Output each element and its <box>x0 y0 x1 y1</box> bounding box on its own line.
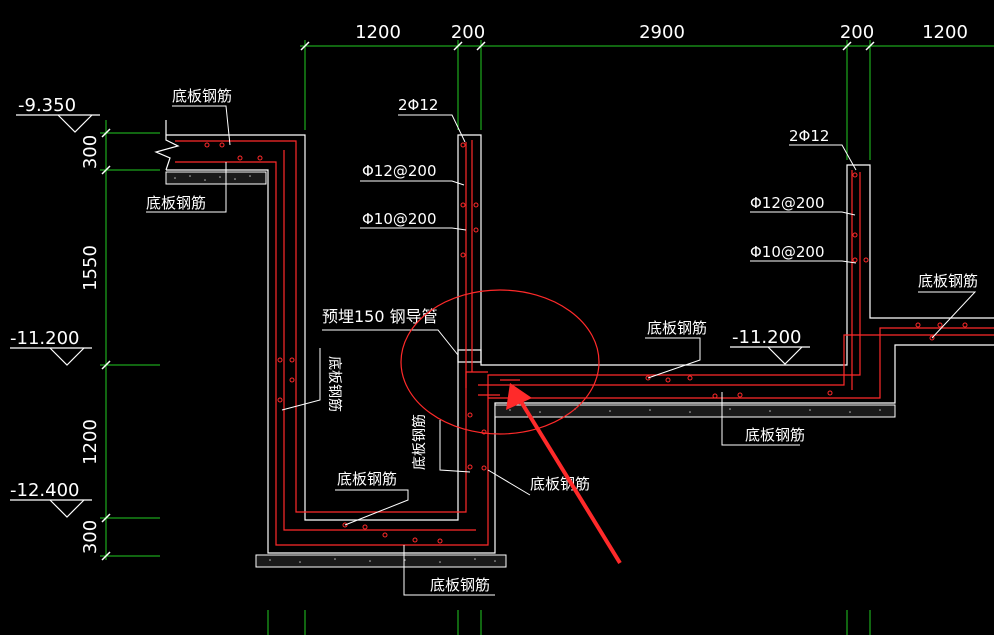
label-2phi12-right: 2Φ12 <box>789 127 829 145</box>
leader-lines <box>146 105 977 596</box>
cushion-layers <box>165 171 896 568</box>
dim-left-4: 300 <box>80 520 101 554</box>
dim-top-5: 1200 <box>922 22 968 43</box>
label-slab-rebar-1: 底板钢筋 <box>172 87 232 105</box>
dim-left-2: 1550 <box>80 245 101 291</box>
dim-left-3: 1200 <box>80 419 101 465</box>
label-2phi12-left: 2Φ12 <box>398 96 438 114</box>
label-slab-rebar-4: 底板钢筋 <box>326 356 343 412</box>
annotation-arrow <box>506 383 622 565</box>
dim-top-2: 200 <box>451 22 485 43</box>
dim-top-4: 200 <box>840 22 874 43</box>
label-slab-rebar-3: 底板钢筋 <box>647 319 707 337</box>
concrete-outline <box>154 120 994 554</box>
label-phi12-200-right: Φ12@200 <box>750 194 825 212</box>
label-phi12-200-left: Φ12@200 <box>362 162 437 180</box>
label-slab-rebar-10: 底板钢筋 <box>918 272 978 290</box>
dim-top-1: 1200 <box>355 22 401 43</box>
label-slab-rebar-6: 底板钢筋 <box>337 470 397 488</box>
label-slab-rebar-9: 底板钢筋 <box>430 576 490 594</box>
rebar-lines <box>175 140 994 546</box>
elevation-label-3: -12.400 <box>10 480 79 501</box>
label-slab-rebar-7: 底板钢筋 <box>530 475 590 493</box>
annotation-circle <box>400 289 600 435</box>
label-slab-rebar-5: 底板钢筋 <box>411 414 428 470</box>
dim-top-3: 2900 <box>639 22 685 43</box>
label-embedded-pipe: 预埋150 钢导管 <box>322 307 438 326</box>
label-phi10-200-right: Φ10@200 <box>750 243 825 261</box>
elevation-label-2: -11.200 <box>10 328 79 349</box>
label-slab-rebar-8: 底板钢筋 <box>745 426 805 444</box>
cushion-dots <box>174 175 881 563</box>
elevation-label-4: -11.200 <box>732 327 801 348</box>
elevation-markers <box>10 114 810 518</box>
label-slab-rebar-2: 底板钢筋 <box>146 194 206 212</box>
label-phi10-200-left: Φ10@200 <box>362 210 437 228</box>
dimension-lines <box>100 40 994 635</box>
dimension-ticks <box>101 41 875 561</box>
rebar-dots <box>204 142 968 544</box>
elevation-label-1: -9.350 <box>18 95 76 116</box>
dim-left-1: 300 <box>80 135 101 169</box>
